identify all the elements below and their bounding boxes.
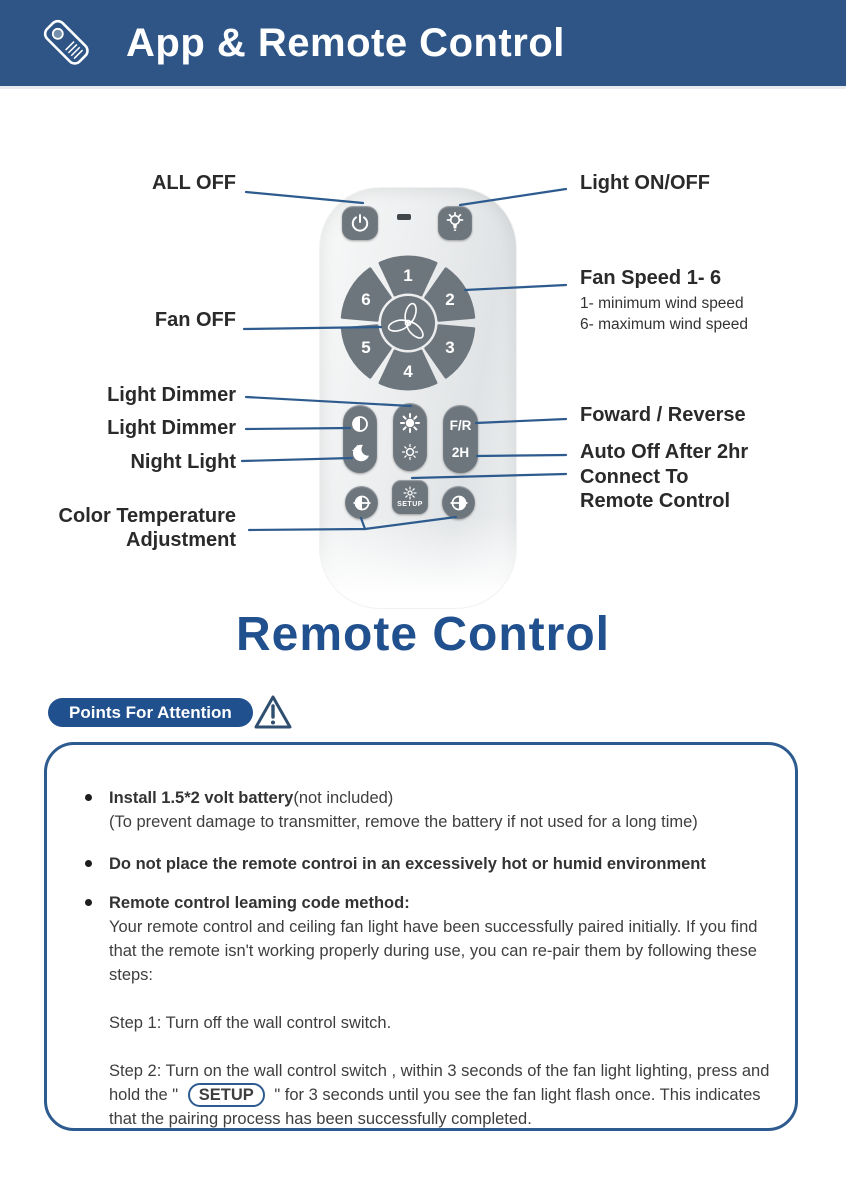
forward-reverse-button-label: F/R <box>449 417 472 433</box>
setup-button-label: SETUP <box>397 501 423 508</box>
sun-bright-icon <box>400 412 420 433</box>
color-temp-cool-button <box>442 486 475 519</box>
attention-badge: Points For Attention <box>48 698 253 727</box>
light-button <box>438 206 472 240</box>
pairing-step2-text2: " for 3 seconds until you see the fan li… <box>109 1086 761 1128</box>
remote-control-device: 1 2 3 4 5 6 <box>320 188 516 608</box>
contrast-icon <box>352 415 368 432</box>
fan-speed-4-button <box>378 349 438 391</box>
label-fan-off: Fan OFF <box>154 309 236 331</box>
label-all-off: ALL OFF <box>151 172 236 194</box>
label-auto-off: Auto Off After 2hr <box>580 441 749 463</box>
fan-speed-2-label: 2 <box>445 290 454 309</box>
moon-stars-icon <box>351 444 369 462</box>
label-light-onoff: Light ON/OFF <box>580 172 710 194</box>
fan-speed-pad: 1 2 3 4 5 6 <box>340 255 476 391</box>
label-connect-line1: Connect To <box>580 466 689 488</box>
remote-control-icon <box>43 19 89 65</box>
label-light-dimmer-1: Light Dimmer <box>107 384 236 406</box>
label-fan-speed: Fan Speed 1- 6 1- minimum wind speed 6- … <box>580 266 748 335</box>
light-bulb-icon <box>446 211 464 231</box>
warning-triangle-icon <box>254 695 292 729</box>
fan-speed-6-button <box>340 267 392 322</box>
battery-note-regular: (not included) <box>293 789 394 807</box>
bullet-dot <box>85 794 92 801</box>
sun-dim-icon <box>401 444 419 461</box>
label-fan-speed-min: 1- minimum wind speed <box>580 295 744 312</box>
battery-note-bold: Install 1.5*2 volt battery <box>109 789 294 807</box>
section-title: Remote Control <box>236 608 610 661</box>
pairing-title: Remote control leaming code method: <box>109 894 410 912</box>
label-color-temperature-line1: Color Temperature <box>58 505 236 527</box>
ir-window <box>397 214 411 220</box>
label-forward-reverse: Foward / Reverse <box>580 404 746 426</box>
attention-item-pairing: Remote control leaming code method: Your… <box>85 891 773 1131</box>
battery-note-line2: (To prevent damage to transmitter, remov… <box>109 813 698 831</box>
fan-speed-3-label: 3 <box>445 338 454 357</box>
attention-item-battery: Install 1.5*2 volt battery(not included)… <box>85 786 773 834</box>
label-color-temperature: Color Temperature Adjustment <box>59 504 236 552</box>
label-fan-speed-title: Fan Speed 1- 6 <box>580 267 722 289</box>
pairing-step2: Step 2: Turn on the wall control switch … <box>109 1059 773 1131</box>
dimmer-night-pill <box>343 405 377 473</box>
pairing-body: Your remote control and ceiling fan ligh… <box>109 918 758 984</box>
page-title: App & Remote Control <box>126 20 565 65</box>
attention-item-environment: Do not place the remote controi in an ex… <box>85 852 773 876</box>
attention-box: Install 1.5*2 volt battery(not included)… <box>44 742 798 1131</box>
color-temperature-icon <box>353 495 370 510</box>
label-connect: Connect To Remote Control <box>580 465 730 513</box>
fan-speed-3-button <box>424 324 476 379</box>
fan-speed-2-button <box>424 267 476 322</box>
power-icon <box>351 214 369 232</box>
color-temperature-icon <box>450 495 467 510</box>
pairing-step2-text1: Step 2: Turn on the wall control switch … <box>109 1062 770 1104</box>
page-header: App & Remote Control <box>0 0 846 86</box>
pairing-step1: Step 1: Turn off the wall control switch… <box>109 1014 392 1032</box>
label-night-light: Night Light <box>130 451 236 473</box>
fan-blades-icon <box>387 302 424 339</box>
label-fan-speed-max: 6- maximum wind speed <box>580 316 748 333</box>
fan-speed-1-button <box>378 255 438 297</box>
fan-speed-5-label: 5 <box>361 338 370 357</box>
fr-2h-pill: F/R 2H <box>443 405 478 473</box>
fan-speed-6-label: 6 <box>361 290 370 309</box>
setup-sun-icon <box>403 486 417 500</box>
color-temp-warm-button <box>345 486 378 519</box>
setup-button: SETUP <box>392 480 428 514</box>
fan-speed-1-label: 1 <box>403 266 412 285</box>
power-button <box>342 206 378 240</box>
label-connect-line2: Remote Control <box>580 490 730 512</box>
brightness-pill <box>393 403 427 471</box>
two-hour-button-label: 2H <box>451 445 470 461</box>
setup-pill-label: SETUP <box>187 1083 265 1107</box>
environment-note: Do not place the remote controi in an ex… <box>109 855 706 873</box>
label-light-dimmer-2: Light Dimmer <box>107 417 236 439</box>
bullet-dot <box>85 860 92 867</box>
fan-speed-4-label: 4 <box>403 362 413 381</box>
label-color-temperature-line2: Adjustment <box>126 529 236 551</box>
bullet-dot <box>85 899 92 906</box>
